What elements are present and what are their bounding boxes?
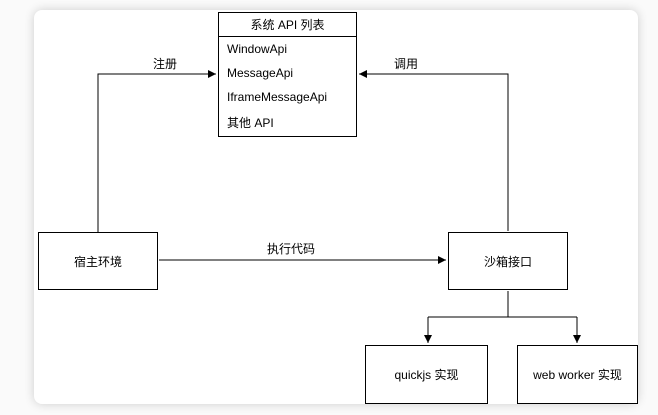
- api-list-item-messageapi: MessageApi: [227, 66, 294, 80]
- api-list-item-windowapi: WindowApi: [227, 42, 288, 56]
- node-host-environment[interactable]: 宿主环境: [38, 232, 158, 290]
- edge-label-execute: 执行代码: [264, 242, 318, 257]
- api-list-title: 系统 API 列表: [219, 13, 356, 37]
- edge-label-register: 注册: [150, 57, 180, 72]
- edge-label-call: 调用: [391, 57, 421, 72]
- node-sandbox-interface[interactable]: 沙箱接口: [448, 232, 568, 290]
- edge-call-arrow[interactable]: [359, 70, 509, 231]
- edge-register-arrow[interactable]: [97, 70, 216, 232]
- node-api-list[interactable]: 系统 API 列表 WindowApi MessageApi IframeMes…: [218, 12, 357, 137]
- api-list-item-other-api: 其他 API: [227, 116, 274, 130]
- edge-branch-stem[interactable]: [428, 291, 577, 318]
- api-list-item-iframemessageapi: IframeMessageApi: [227, 90, 328, 104]
- node-webworker-implementation[interactable]: web worker 实现: [517, 345, 638, 404]
- node-quickjs-implementation[interactable]: quickjs 实现: [365, 345, 488, 404]
